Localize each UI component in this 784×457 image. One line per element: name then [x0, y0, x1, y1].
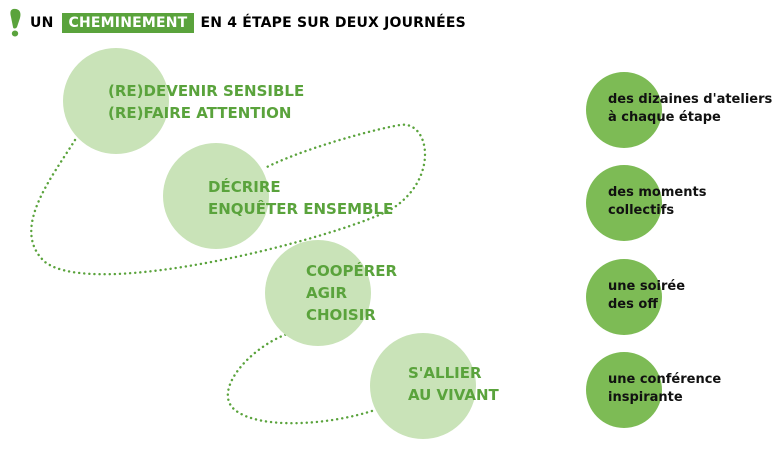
- feature-circle-1: [586, 72, 662, 148]
- exclamation-footprint-icon: [10, 8, 21, 37]
- step-3-line-1: COOPÉRER: [306, 262, 398, 280]
- feature-label-3: une soirée des off: [608, 278, 685, 314]
- feature-1-line-2: à chaque étape: [608, 110, 721, 125]
- step-circle-3: [265, 240, 371, 346]
- step-4-line-1: S'ALLIER: [408, 364, 482, 382]
- feature-3-line-1: une soirée: [608, 279, 686, 294]
- step-label-3: COOPÉRER AGIR CHOISIR: [306, 260, 397, 326]
- step-circle-1: [63, 48, 169, 154]
- step-3-line-3: CHOISIR: [306, 306, 376, 324]
- step-2-line-1: DÉCRIRE: [208, 178, 281, 196]
- feature-label-4: une conférence inspirante: [608, 371, 721, 407]
- feature-4-line-2: inspirante: [608, 390, 683, 405]
- step-1-line-2: (RE)FAIRE ATTENTION: [108, 104, 292, 122]
- step-label-4: S'ALLIER AU VIVANT: [408, 362, 499, 406]
- feature-label-2: des moments collectifs: [608, 184, 706, 220]
- step-circle-2: [163, 143, 269, 249]
- step-3-line-2: AGIR: [306, 284, 348, 302]
- step-4-line-2: AU VIVANT: [408, 386, 499, 404]
- step-circle-4: [370, 333, 476, 439]
- feature-circle-4: [586, 352, 662, 428]
- header-rest: EN 4 ÉTAPE SUR DEUX JOURNÉES: [200, 15, 466, 31]
- feature-2-line-1: des moments: [608, 185, 707, 200]
- header-prefix: UN: [30, 15, 54, 31]
- feature-1-line-1: des dizaines d'ateliers: [608, 92, 773, 107]
- feature-2-line-2: collectifs: [608, 203, 675, 218]
- header-highlight: CHEMINEMENT: [61, 13, 195, 33]
- feature-label-1: des dizaines d'ateliers à chaque étape: [608, 91, 772, 127]
- dotted-loop-2: [226, 328, 377, 425]
- step-label-1: (RE)DEVENIR SENSIBLE (RE)FAIRE ATTENTION: [108, 80, 304, 124]
- step-2-line-2: ENQUÊTER ENSEMBLE: [208, 200, 394, 218]
- feature-4-line-1: une conférence: [608, 372, 722, 387]
- feature-circle-3: [586, 259, 662, 335]
- feature-circle-2: [586, 165, 662, 241]
- step-1-line-1: (RE)DEVENIR SENSIBLE: [108, 82, 305, 100]
- header: UN CHEMINEMENT EN 4 ÉTAPE SUR DEUX JOURN…: [8, 8, 466, 38]
- feature-3-line-2: des off: [608, 297, 658, 312]
- step-label-2: DÉCRIRE ENQUÊTER ENSEMBLE: [208, 176, 393, 220]
